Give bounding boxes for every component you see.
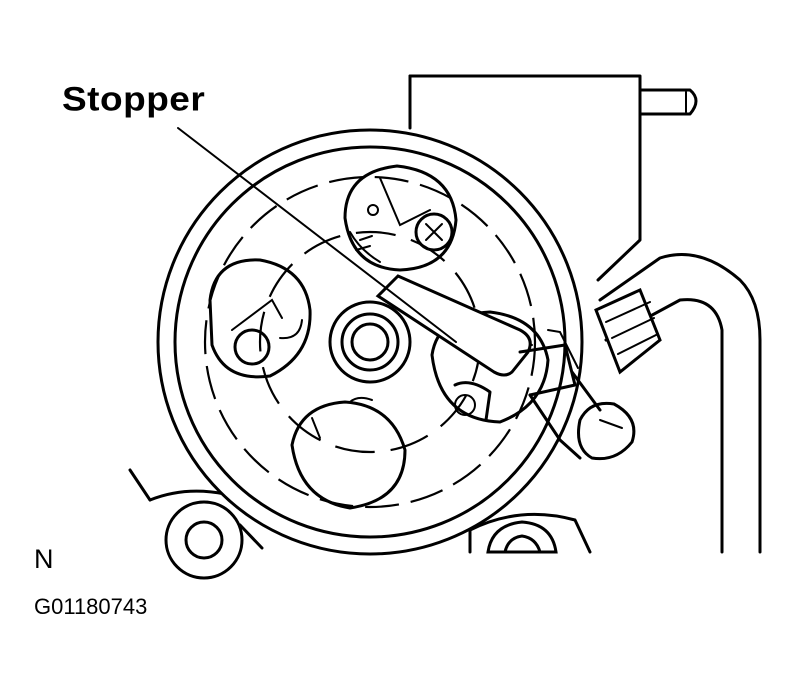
corner-letter-label: N xyxy=(34,544,54,574)
stopper-leader-line xyxy=(177,127,457,343)
hose-fitting xyxy=(570,253,762,554)
pulley-hub xyxy=(328,300,412,384)
stopper-callout-label: Stopper xyxy=(62,80,206,118)
mount-bolt-left xyxy=(164,500,264,580)
figure-code-label: G01180743 xyxy=(34,594,148,619)
stopper-tool xyxy=(375,274,582,460)
pulley-window-left xyxy=(208,258,312,379)
mount-flange-right xyxy=(486,520,558,554)
pulley-window-top xyxy=(343,164,458,272)
pulley-window-bottom xyxy=(290,396,407,510)
